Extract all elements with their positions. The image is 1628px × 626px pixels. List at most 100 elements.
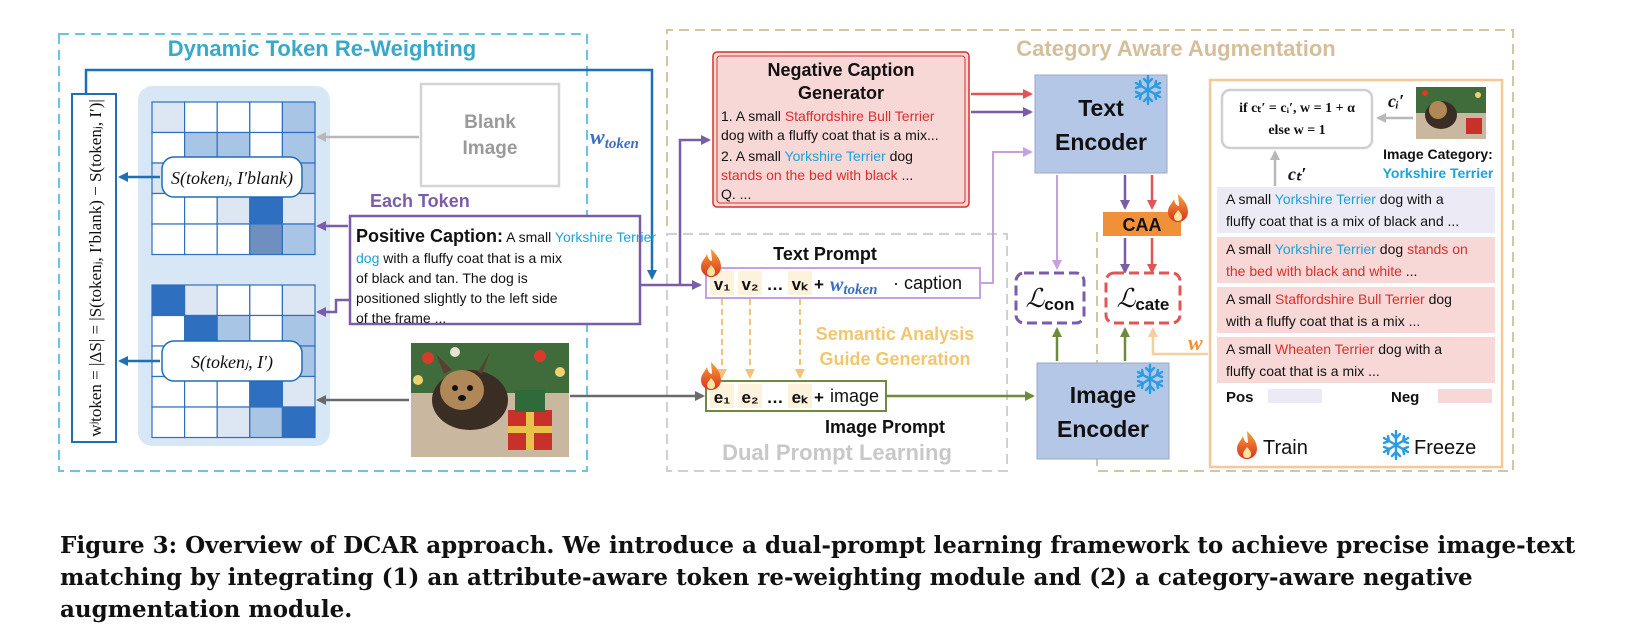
grid-cell [281,223,316,256]
image-prompt-image: image [830,386,879,406]
grid-cell [281,284,316,317]
negative-generator-inner [716,55,966,204]
grid-cell [216,223,251,256]
train-legend-label: Train [1263,437,1308,459]
svg-text:+: + [814,388,824,407]
caption-row-line1: A small Yorkshire Terrier dog stands on [1226,241,1468,257]
legend: Pos Neg [1226,389,1492,406]
dtr-region [58,33,588,472]
dog-photo [411,343,569,457]
blank-image-box [419,82,561,188]
caption-row-line1: A small Staffordshire Bull Terrier dog [1226,291,1452,307]
image-encoder-line2: Encoder [1057,416,1149,442]
svg-text:v₁: v₁ [714,275,731,294]
grid-cell [249,406,284,439]
caption-row-line2: fluffy coat that is a mix ... [1226,363,1380,379]
image-encoder [1036,362,1170,460]
grid-cell [216,192,251,225]
svg-text:e₂: e₂ [741,388,758,407]
grid-cell [281,101,316,134]
semantic-line2: Guide Generation [819,349,970,369]
svg-text:dog with a fluffy coat that is: dog with a fluffy coat that is a mix... [721,127,939,143]
blank-image-line1: Blank [464,112,516,133]
neggen-title-1: Negative Caption [767,60,914,80]
svg-text:Positive Caption: A small York: Positive Caption: A small Yorkshire Terr… [356,226,656,246]
grid-cell [249,192,284,225]
svg-text:2. A small Yorkshire Terrier d: 2. A small Yorkshire Terrier dog [721,148,913,164]
train-icon-caa [1168,194,1188,222]
negative-caption-row [1217,237,1495,283]
positive-caption-text: Positive Caption: A small Yorkshire Terr… [356,226,656,326]
caption-row-line1: A small Wheaten Terrier dog with a [1226,341,1442,357]
negative-caption-row [1217,337,1495,383]
text-prompt-wtoken: wtoken [830,274,878,298]
svg-text:stands on the bed with black .: stands on the bed with black ... [721,167,913,183]
figure-caption: Figure 3: Overview of DCAR approach. We … [60,532,1576,623]
svg-text:e₁: e₁ [714,388,731,407]
svg-text:v₂: v₂ [741,275,758,294]
freeze-legend-label: Freeze [1414,437,1476,459]
grid-cell [184,101,218,134]
train-icon-text-prompt [701,249,721,277]
caa-title: Category Aware Augmentation [1016,36,1335,61]
svg-text:…: … [767,388,784,407]
caa-box [1103,212,1181,236]
svg-text:eₖ: eₖ [792,388,809,407]
svg-text:1. A small Staffordshire Bull: 1. A small Staffordshire Bull Terrier [721,108,935,124]
legend-pos-label: Pos [1226,389,1254,406]
grid-cell [184,406,218,439]
legend-pos-swatch [1268,389,1322,403]
grid-cell [249,284,284,317]
image-category-label: Image Category: [1383,146,1493,162]
neggen-title-2: Generator [798,83,884,103]
legend-neg-swatch [1438,389,1492,403]
s-blank-box [161,156,303,198]
svg-text:…: … [767,275,784,294]
grid-cell [249,101,284,134]
caption-row-line2: fluffy coat that is a mix of black and .… [1226,213,1459,229]
image-prompt-title: Image Prompt [825,417,945,437]
arrow-wtoken-feedback [84,68,657,280]
grid-cell [249,223,284,256]
ct-label: cₜ′ [1288,164,1306,184]
grid-cell [281,314,316,347]
grid-cell [151,284,186,317]
semantic-line1: Semantic Analysis [816,324,974,344]
text-prompt-tokens: v₁ v₂ … vₖ + [710,271,824,295]
image-prompt-tokens: e₁ e₂ … eₖ + [710,384,824,408]
grid-cell [184,223,218,256]
train-icon-image-prompt [701,362,721,390]
arrow-pos-to-grid-bot [316,298,350,317]
grid-cell [216,101,251,134]
dcar-diagram: Dynamic Token Re-Weighting Category Awar… [58,29,1514,472]
negative-generator-box [712,51,970,208]
caa-caption-list: A small Yorkshire Terrier dog with a fluf… [1217,187,1495,383]
loss-con-box [1014,271,1086,325]
weight-formula-box [71,93,117,443]
w-label: w [1188,330,1203,355]
svg-text:+: + [814,275,824,294]
caption-row-line2: with a fluffy coat that is a mix ... [1225,313,1420,329]
grid-cell [151,223,186,256]
dpl-title: Dual Prompt Learning [722,440,952,465]
caa-label: CAA [1123,215,1162,235]
loss-cate: ℒcate [1117,284,1170,314]
rule-line2: else w = 1 [1268,123,1325,138]
blank-image-line2: Image [463,138,518,159]
legend-neg-label: Neg [1391,389,1419,406]
caption-row-line1: A small Yorkshire Terrier dog with a [1226,191,1444,207]
svg-text:vₖ: vₖ [792,275,809,294]
wtoken-label: wtoken [590,124,639,152]
negative-caption-row [1217,287,1495,333]
image-encoder-line1: Image [1070,382,1136,408]
loss-con: ℒcon [1026,284,1075,314]
s-image-box [161,340,303,382]
neggen-items: 1. A small Staffordshire Bull Terrier do… [721,108,939,202]
each-token-label: Each Token [370,191,470,211]
text-encoder [1034,74,1168,174]
arrow-prompt-to-text-encoder [980,147,1033,284]
text-encoder-line1: Text [1078,95,1124,121]
arrow-w-to-cate [1148,327,1208,356]
grid-cell [151,192,186,225]
